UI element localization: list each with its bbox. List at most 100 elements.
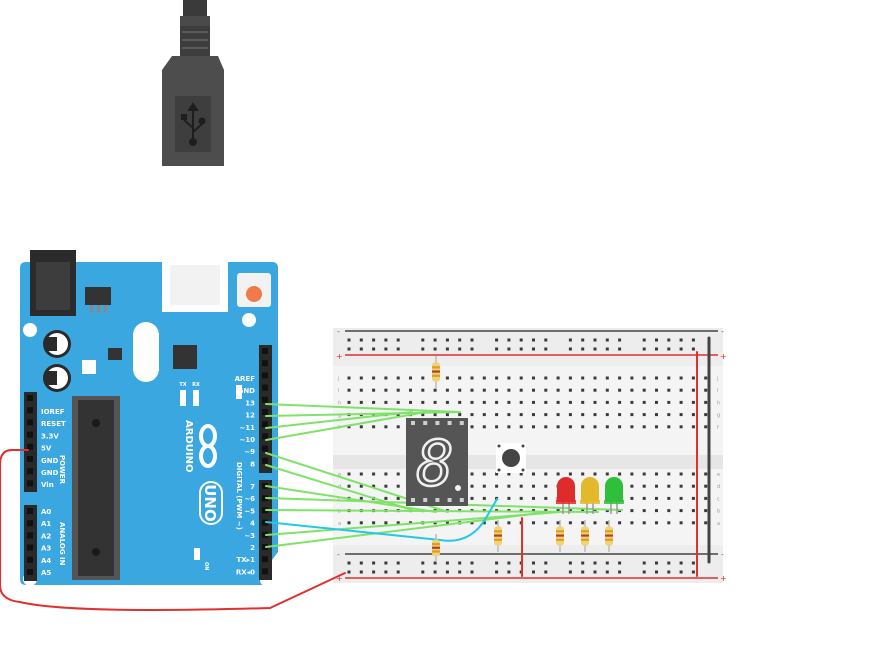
breadboard-hole[interactable] — [482, 521, 486, 525]
breadboard-hole[interactable] — [532, 338, 535, 342]
breadboard-hole[interactable] — [384, 400, 388, 404]
breadboard-hole[interactable] — [544, 338, 548, 342]
header-pin[interactable] — [262, 372, 268, 379]
breadboard-hole[interactable] — [470, 496, 474, 500]
breadboard-hole[interactable] — [679, 570, 683, 574]
breadboard-hole[interactable] — [433, 338, 437, 342]
breadboard-hole[interactable] — [667, 484, 671, 488]
breadboard-hole[interactable] — [642, 400, 646, 404]
breadboard-hole[interactable] — [495, 570, 499, 574]
breadboard-hole[interactable] — [618, 413, 622, 417]
breadboard-hole[interactable] — [568, 472, 572, 476]
breadboard-hole[interactable] — [445, 347, 449, 351]
breadboard-hole[interactable] — [581, 509, 585, 513]
breadboard-hole[interactable] — [495, 347, 499, 351]
breadboard-hole[interactable] — [359, 338, 363, 342]
breadboard-hole[interactable] — [691, 496, 695, 500]
breadboard-hole[interactable] — [458, 338, 462, 342]
breadboard-hole[interactable] — [556, 509, 560, 513]
header-pin[interactable] — [27, 532, 33, 539]
breadboard-hole[interactable] — [667, 347, 671, 351]
breadboard-hole[interactable] — [544, 388, 548, 392]
breadboard-hole[interactable] — [581, 338, 585, 342]
breadboard-hole[interactable] — [495, 425, 499, 429]
breadboard-hole[interactable] — [482, 400, 486, 404]
breadboard-hole[interactable] — [519, 472, 523, 476]
breadboard-hole[interactable] — [458, 347, 462, 351]
breadboard-hole[interactable] — [433, 413, 437, 417]
breadboard-hole[interactable] — [359, 496, 363, 500]
breadboard-hole[interactable] — [618, 400, 622, 404]
breadboard-hole[interactable] — [445, 388, 449, 392]
breadboard-hole[interactable] — [593, 521, 597, 525]
breadboard-hole[interactable] — [667, 425, 671, 429]
breadboard-hole[interactable] — [655, 496, 658, 500]
breadboard-hole[interactable] — [618, 570, 622, 574]
breadboard-hole[interactable] — [679, 347, 683, 351]
breadboard-hole[interactable] — [593, 338, 597, 342]
breadboard-hole[interactable] — [445, 561, 449, 565]
breadboard-hole[interactable] — [396, 413, 400, 417]
breadboard-hole[interactable] — [568, 338, 572, 342]
breadboard-hole[interactable] — [655, 425, 658, 429]
breadboard-hole[interactable] — [507, 388, 511, 392]
breadboard-hole[interactable] — [507, 400, 511, 404]
header-pin[interactable] — [27, 431, 33, 438]
breadboard-hole[interactable] — [556, 388, 560, 392]
breadboard-hole[interactable] — [482, 472, 486, 476]
breadboard-hole[interactable] — [421, 347, 425, 351]
breadboard-hole[interactable] — [679, 561, 683, 565]
breadboard-hole[interactable] — [445, 570, 449, 574]
breadboard-hole[interactable] — [568, 570, 572, 574]
breadboard-hole[interactable] — [655, 413, 658, 417]
breadboard-hole[interactable] — [691, 347, 695, 351]
resistor[interactable] — [556, 520, 564, 552]
breadboard-hole[interactable] — [642, 509, 646, 513]
breadboard-hole[interactable] — [359, 376, 363, 380]
breadboard-hole[interactable] — [507, 521, 511, 525]
breadboard-hole[interactable] — [458, 570, 462, 574]
breadboard-hole[interactable] — [667, 376, 671, 380]
breadboard-hole[interactable] — [655, 484, 658, 488]
breadboard-hole[interactable] — [495, 400, 499, 404]
breadboard-hole[interactable] — [507, 484, 511, 488]
breadboard-hole[interactable] — [630, 472, 634, 476]
breadboard-hole[interactable] — [384, 338, 388, 342]
breadboard-hole[interactable] — [667, 400, 671, 404]
breadboard-hole[interactable] — [679, 400, 683, 404]
breadboard-hole[interactable] — [691, 484, 695, 488]
resistor[interactable] — [432, 534, 440, 562]
header-pin[interactable] — [27, 508, 33, 514]
breadboard-hole[interactable] — [679, 484, 683, 488]
breadboard-hole[interactable] — [384, 472, 388, 476]
breadboard-hole[interactable] — [691, 338, 695, 342]
breadboard-hole[interactable] — [421, 338, 425, 342]
breadboard-hole[interactable] — [655, 376, 658, 380]
seven-segment-display[interactable]: 8 — [406, 418, 468, 506]
breadboard-hole[interactable] — [532, 376, 535, 380]
breadboard-hole[interactable] — [495, 521, 499, 525]
breadboard-hole[interactable] — [396, 561, 400, 565]
header-pin[interactable] — [262, 348, 268, 354]
header-pin[interactable] — [262, 531, 268, 538]
header-pin[interactable] — [262, 396, 268, 403]
breadboard-hole[interactable] — [568, 521, 572, 525]
breadboard-hole[interactable] — [372, 347, 376, 351]
breadboard-hole[interactable] — [630, 509, 634, 513]
breadboard-hole[interactable] — [605, 413, 609, 417]
breadboard-hole[interactable] — [482, 425, 486, 429]
breadboard-hole[interactable] — [384, 484, 388, 488]
push-button[interactable] — [496, 443, 526, 473]
header-pin[interactable] — [27, 480, 33, 487]
breadboard-hole[interactable] — [704, 388, 708, 392]
breadboard-hole[interactable] — [396, 388, 400, 392]
breadboard-hole[interactable] — [347, 472, 351, 476]
breadboard-hole[interactable] — [458, 561, 462, 565]
breadboard-hole[interactable] — [605, 338, 609, 342]
breadboard-hole[interactable] — [691, 376, 695, 380]
breadboard-hole[interactable] — [691, 521, 695, 525]
breadboard-hole[interactable] — [544, 570, 548, 574]
breadboard-hole[interactable] — [691, 561, 695, 565]
breadboard-hole[interactable] — [581, 400, 585, 404]
